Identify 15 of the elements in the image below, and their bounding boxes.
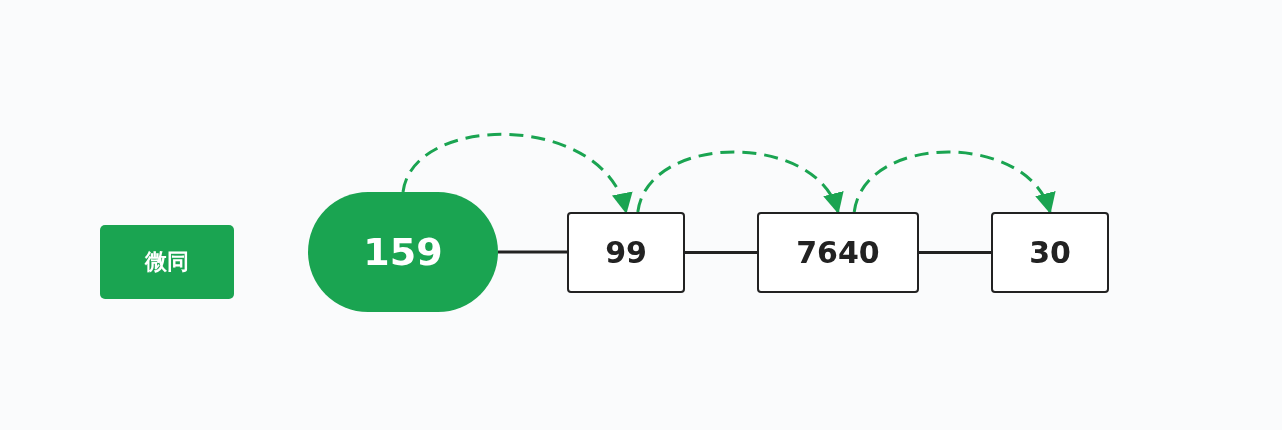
number-box xyxy=(991,212,1109,293)
dashed-arrow xyxy=(852,150,1053,214)
number-box xyxy=(757,212,919,293)
node-label: 微同 xyxy=(145,248,189,276)
connector-line xyxy=(685,251,757,254)
node-label: 159 xyxy=(363,230,443,274)
dashed-arrow xyxy=(636,150,841,214)
connector-line xyxy=(498,250,567,254)
node-label: 7640 xyxy=(796,235,880,270)
connector-line xyxy=(919,251,991,254)
dashed-arrow xyxy=(401,133,630,214)
node-label: 99 xyxy=(605,235,647,270)
tag-box xyxy=(100,225,234,299)
node-label: 30 xyxy=(1029,235,1071,270)
number-box xyxy=(567,212,685,293)
